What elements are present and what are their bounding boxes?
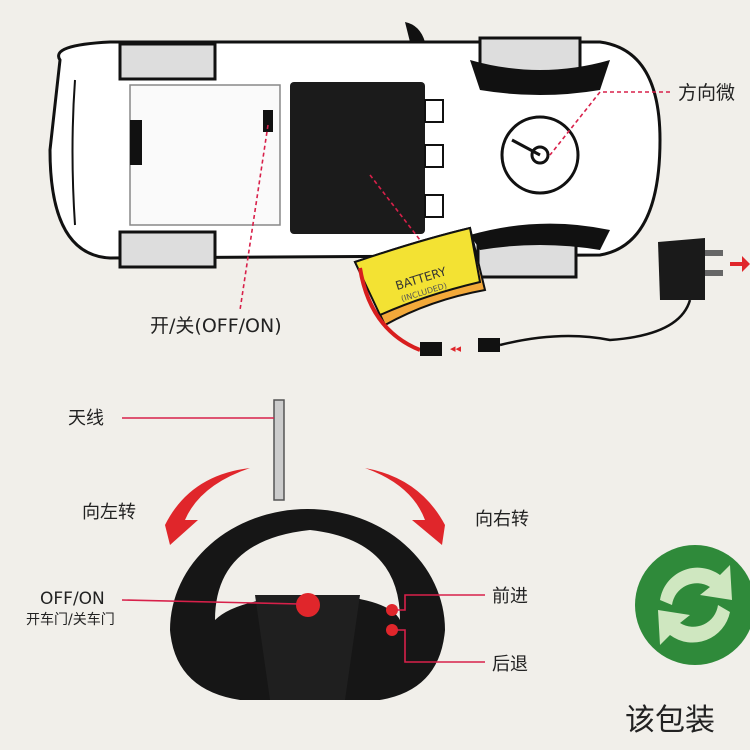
forward-label: 前进 [492,586,528,607]
recycle-text: 该包装 [625,703,715,738]
power-label: OFF/ON [40,589,105,609]
wheel-icon [118,42,217,81]
turn-left-arrow-icon [165,468,250,545]
turn-left-label: 向左转 [82,502,136,523]
power-button [296,593,320,617]
trim-label: 方向微 [678,82,735,104]
remote-control [170,399,445,700]
antenna [273,399,285,501]
recycle-logo-icon [635,545,750,665]
door-label: 开车门/关车门 [26,611,115,628]
backward-label: 后退 [492,654,528,675]
wheel-icon [118,230,217,269]
connect-arrows-icon: ◂◂ [450,342,462,355]
remote-leader-lines [121,417,485,663]
turn-right-arrow-icon [365,468,445,545]
switch-label: 开/关(OFF/ON) [150,315,282,337]
backward-button [386,624,398,636]
charger-connector [478,338,500,352]
battery-connector [420,342,442,356]
antenna-label: 天线 [68,408,104,429]
charger-icon [658,238,750,300]
battery-pack: BATTERY (INCLUDED) ◂◂ [353,226,692,356]
battery-compartment [290,82,425,234]
power-switch [263,110,273,132]
turn-right-label: 向右转 [475,509,529,530]
forward-button [386,604,398,616]
leader-lines [239,91,670,311]
car-top-view [48,22,662,279]
